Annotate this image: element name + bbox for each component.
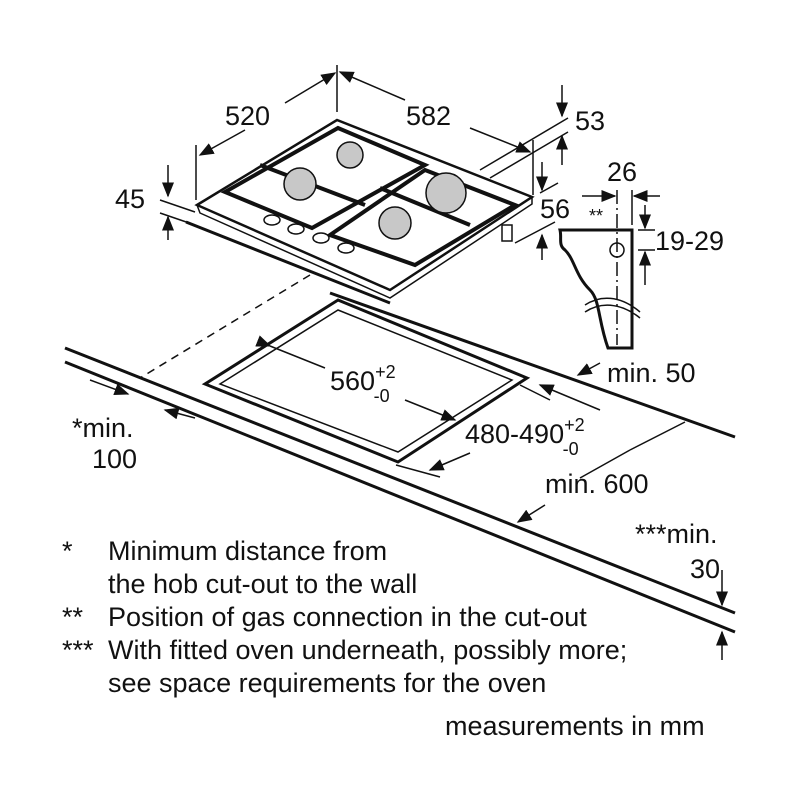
- cutout-width-label: 560+2-0: [330, 362, 396, 406]
- legend-text: Minimum distance from: [108, 536, 387, 566]
- hob: [185, 118, 535, 305]
- knob-icon: [287, 223, 305, 235]
- legend-text: the hob cut-out to the wall: [108, 569, 417, 599]
- cutout: [201, 298, 531, 464]
- oven-min-label-1: ***min.: [635, 519, 718, 549]
- countertop: [64, 274, 736, 634]
- gas-connection-detail: [558, 190, 660, 350]
- knob-icon: [312, 232, 330, 244]
- min-600-label: min. 600: [545, 469, 649, 499]
- burner-icon: [336, 141, 364, 169]
- min-50-label: min. 50: [607, 358, 696, 388]
- legend: * Minimum distance from the hob cut-out …: [62, 536, 627, 698]
- height-53-label: 53: [575, 106, 605, 136]
- legend-marker: *: [62, 536, 73, 566]
- wall-min-label-1: *min.: [72, 413, 134, 443]
- height-45-label: 45: [115, 184, 145, 214]
- gas-marker-label: **: [589, 206, 603, 226]
- cutout-depth-label: 480-490+2-0: [465, 415, 585, 459]
- legend-text: see space requirements for the oven: [108, 668, 546, 698]
- legend-text: With fitted oven underneath, possibly mo…: [108, 635, 627, 665]
- burner-icon: [425, 172, 467, 214]
- legend-text: Position of gas connection in the cut-ou…: [108, 602, 587, 632]
- dimension-lines: [89, 65, 728, 660]
- legend-marker: ***: [62, 635, 94, 665]
- legend-marker: **: [62, 602, 84, 632]
- units-note: measurements in mm: [445, 711, 705, 741]
- height-56-label: 56: [540, 194, 570, 224]
- wall-min-label-2: 100: [92, 444, 137, 474]
- width-label: 520: [225, 101, 270, 131]
- burner-icon: [283, 167, 317, 201]
- gas-connector-icon: [501, 224, 513, 242]
- gas-19-29-label: 19-29: [655, 226, 724, 256]
- depth-label: 582: [406, 101, 451, 131]
- burner-icon: [378, 206, 412, 240]
- oven-min-label-2: 30: [690, 554, 720, 584]
- knob-icon: [263, 214, 281, 226]
- knob-icon: [337, 242, 355, 254]
- gas-26-label: 26: [607, 157, 637, 187]
